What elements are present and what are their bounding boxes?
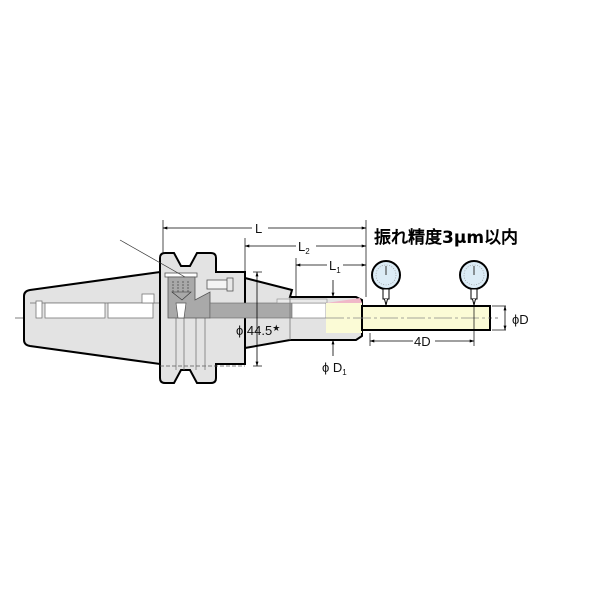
- dim-4D: 4D: [369, 305, 475, 349]
- dim-phi-D-label: ϕD: [512, 312, 529, 327]
- v-flange: [159, 252, 246, 384]
- nose-body: [209, 276, 363, 364]
- dim-phi-D: ϕD: [492, 305, 529, 331]
- cutting-tool-bar: [326, 303, 491, 333]
- dim-4D-label: 4D: [414, 334, 431, 349]
- dim-L2: L2: [244, 238, 367, 278]
- runout-accuracy-headline: 振れ精度3μm以内: [374, 227, 518, 248]
- dim-phi-44-5: ϕ 44.5★: [236, 271, 280, 367]
- dim-L-label: L: [255, 221, 262, 236]
- leader-line: [119, 239, 186, 278]
- dim-L1-label: L1: [329, 258, 341, 275]
- dim-L2-label: L2: [298, 239, 310, 256]
- dim-phi-D1-label: ϕ D1: [322, 360, 347, 377]
- dim-phi-44-5-label: ϕ 44.5★: [236, 323, 280, 338]
- taper-shank: [23, 270, 161, 366]
- dial-gauge-2: [459, 260, 489, 306]
- dim-phi-D1: ϕ D1: [322, 280, 347, 377]
- dim-L1: L1: [295, 258, 367, 297]
- dim-L: L: [162, 220, 367, 297]
- dial-gauge-1: [371, 260, 401, 306]
